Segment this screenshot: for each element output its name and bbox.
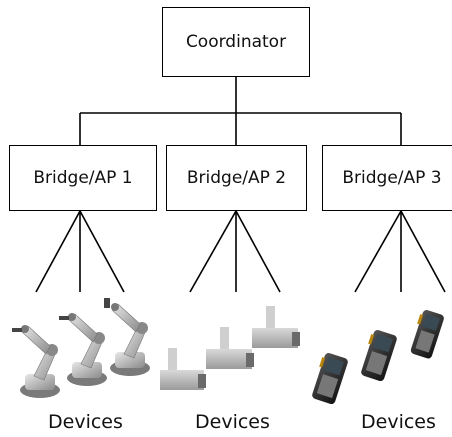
bridge-node-1: Bridge/AP 1 <box>9 145 157 211</box>
robot-arm-icon <box>12 298 150 398</box>
coordinator-label: Coordinator <box>185 32 287 52</box>
bridge-label-2: Bridge/AP 2 <box>186 168 287 188</box>
handheld-scanner-icon <box>312 310 444 405</box>
coordinator-node: Coordinator <box>162 7 310 77</box>
sensor-camera-icon <box>160 306 300 390</box>
bridge-node-3: Bridge/AP 3 <box>322 145 452 211</box>
bridge-node-2: Bridge/AP 2 <box>166 145 307 211</box>
devices-label-2: Devices <box>195 411 270 433</box>
devices-label-1: Devices <box>48 411 123 433</box>
bridge-label-3: Bridge/AP 3 <box>342 168 442 188</box>
devices-label-3: Devices <box>361 411 436 433</box>
bridge-label-1: Bridge/AP 1 <box>33 168 133 188</box>
